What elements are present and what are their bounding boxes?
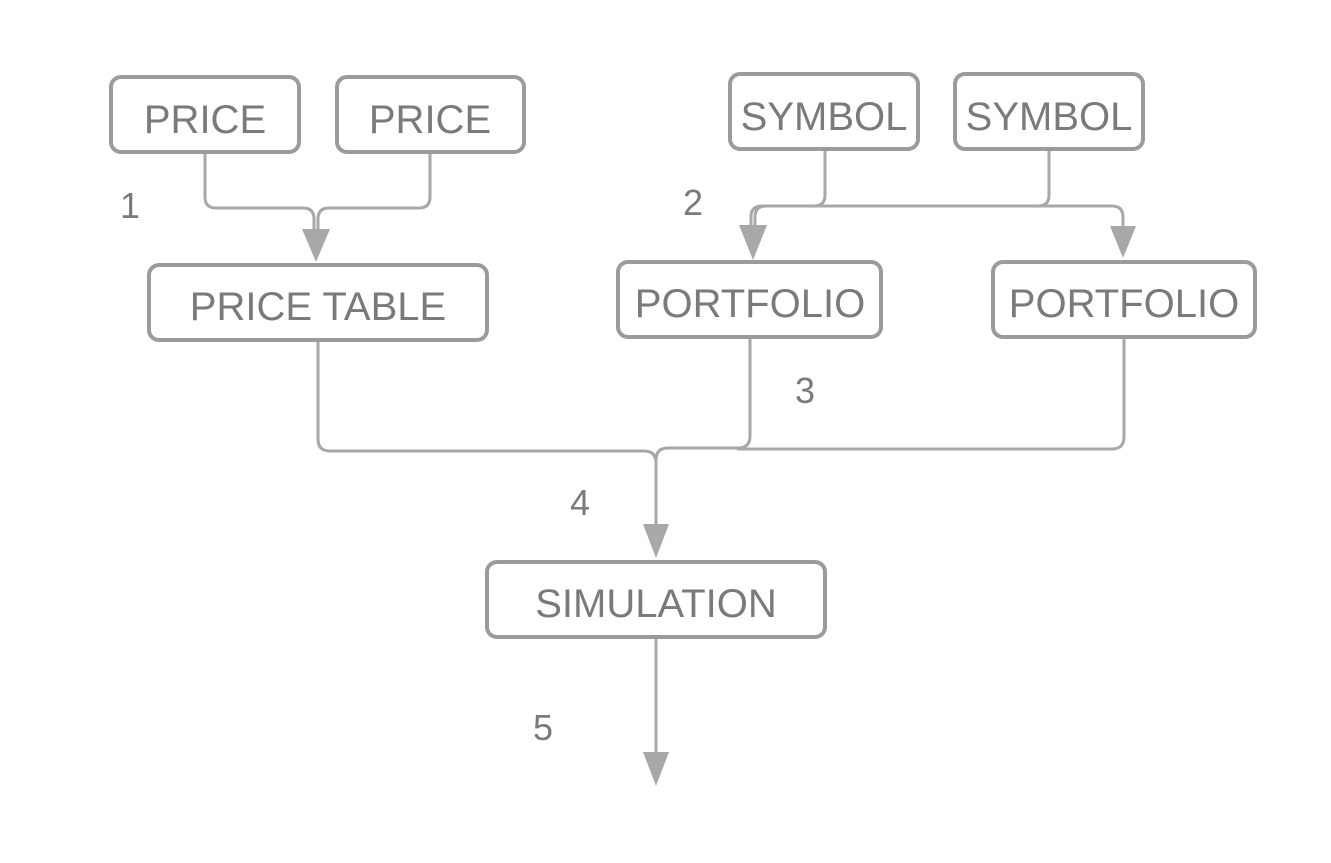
- node-price-2: PRICE: [335, 75, 526, 154]
- step-label-1: 1: [120, 185, 140, 226]
- step-label-3: 3: [795, 370, 815, 411]
- step-label-2: 2: [683, 182, 703, 223]
- connector-symbol-1-down: [749, 148, 827, 229]
- arrowhead-output: [643, 752, 669, 786]
- node-portfolio-1: PORTFOLIO: [616, 260, 883, 339]
- connector-price-1-to-price-table: [203, 150, 316, 234]
- node-portfolio-2-label: PORTFOLIO: [1009, 282, 1239, 326]
- arrowhead-price-table: [302, 229, 330, 262]
- node-simulation: SIMULATION: [485, 560, 827, 639]
- arrowhead-portfolio-2: [1110, 226, 1136, 258]
- node-symbol-1: SYMBOL: [728, 72, 920, 151]
- node-symbol-2-label: SYMBOL: [966, 95, 1133, 139]
- node-symbol-1-label: SYMBOL: [741, 95, 908, 139]
- node-price-2-label: PRICE: [369, 98, 491, 142]
- node-price-table-label: PRICE TABLE: [190, 285, 446, 329]
- connector-symbol-2-down: [753, 148, 1051, 229]
- arrowhead-simulation: [643, 524, 669, 558]
- connector-portfolio-1-to-simulation: [654, 335, 752, 462]
- arrowhead-portfolio-1: [739, 225, 767, 260]
- node-portfolio-1-label: PORTFOLIO: [635, 282, 865, 326]
- step-label-5: 5: [533, 707, 553, 748]
- connector-symbols-to-portfolio-2: [823, 204, 1125, 231]
- connectors: [203, 148, 1136, 786]
- step-label-4: 4: [570, 482, 590, 523]
- node-price-1: PRICE: [109, 75, 301, 154]
- connector-price-2-to-price-table: [316, 150, 432, 234]
- node-price-table: PRICE TABLE: [147, 263, 489, 342]
- connector-portfolio-2-to-simulation: [736, 335, 1126, 451]
- node-price-1-label: PRICE: [144, 98, 266, 142]
- node-portfolio-2: PORTFOLIO: [991, 260, 1257, 339]
- node-symbol-2: SYMBOL: [953, 72, 1145, 151]
- connector-price-table-to-simulation: [316, 338, 658, 529]
- node-simulation-label: SIMULATION: [535, 582, 777, 626]
